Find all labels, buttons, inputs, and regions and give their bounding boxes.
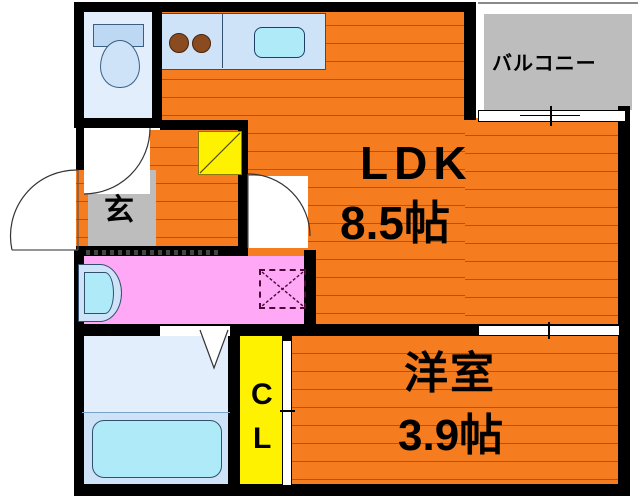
balcony-window-rail-icon [520, 115, 580, 116]
label-closet-c: C [251, 378, 273, 411]
closet-sliding-door-icon[interactable] [282, 340, 292, 486]
wall-toilet-bottom [74, 118, 162, 128]
label-ldk-size: 8.5帖 [340, 197, 450, 249]
stove-burner-right-icon [192, 34, 211, 53]
washing-machine-icon [259, 269, 306, 309]
label-balcony: バルコニー [492, 53, 597, 75]
room-balcony [484, 14, 632, 110]
kitchen-counter-divider [222, 13, 223, 68]
entrance-door-panel [10, 172, 76, 250]
bath-folding-door-icon [199, 329, 229, 370]
washing-machine-x-icon [261, 271, 304, 307]
ldk-door-panel [248, 176, 308, 248]
wall-bottom-outer [74, 484, 630, 496]
bedroom-door-mullion-icon [548, 322, 550, 339]
bathtub-icon [92, 420, 222, 478]
stove-burner-left-icon [169, 33, 189, 53]
wall-toilet-kitchen [152, 2, 162, 128]
toilet-door-panel [84, 128, 150, 194]
label-bedroom-size: 3.9帖 [398, 411, 504, 460]
ldk-right-flooring-texture [465, 118, 620, 328]
label-closet-l: L [253, 422, 272, 455]
washbasin-bowl-icon [84, 272, 114, 314]
ldk-door-swing-icon [247, 173, 311, 248]
wall-left-upper [74, 2, 84, 128]
wall-closet-right-stub [282, 330, 292, 340]
wall-ldk-balcony-vertical [464, 2, 476, 120]
toilet-bowl-icon [100, 40, 140, 88]
wall-left-lower [74, 250, 84, 494]
closet-door-mullion-icon [280, 410, 295, 412]
storage-diagonal-icon [199, 132, 241, 174]
wall-right-outer [618, 106, 630, 496]
balcony-sliding-window-icon[interactable] [478, 110, 626, 122]
wall-storage-right [238, 120, 248, 248]
wall-bathroom-right [228, 330, 240, 488]
label-ldk-name: LDK [360, 137, 473, 189]
label-bedroom-name: 洋室 [404, 349, 496, 398]
wall-washroom-right [304, 250, 316, 336]
bath-door-panel [160, 326, 230, 336]
kitchen-sink-icon [254, 27, 305, 58]
room-closet [240, 336, 282, 486]
wall-left-entrance [76, 128, 84, 170]
balcony-railing-icon [478, 2, 638, 4]
balcony-window-mullion-icon [550, 106, 552, 126]
wall-hall-ldk-top [160, 120, 248, 130]
washroom-door-icon [86, 250, 220, 255]
bathroom-zone-divider [82, 412, 230, 413]
storage-square-icon [198, 131, 242, 175]
wall-top-outer [74, 2, 474, 12]
toilet-door-swing-icon [83, 127, 151, 195]
room-bathroom [82, 334, 230, 412]
label-entrance: 玄 [104, 194, 134, 227]
entrance-door-swing-icon [9, 169, 79, 251]
room-ldk-right [465, 118, 620, 328]
